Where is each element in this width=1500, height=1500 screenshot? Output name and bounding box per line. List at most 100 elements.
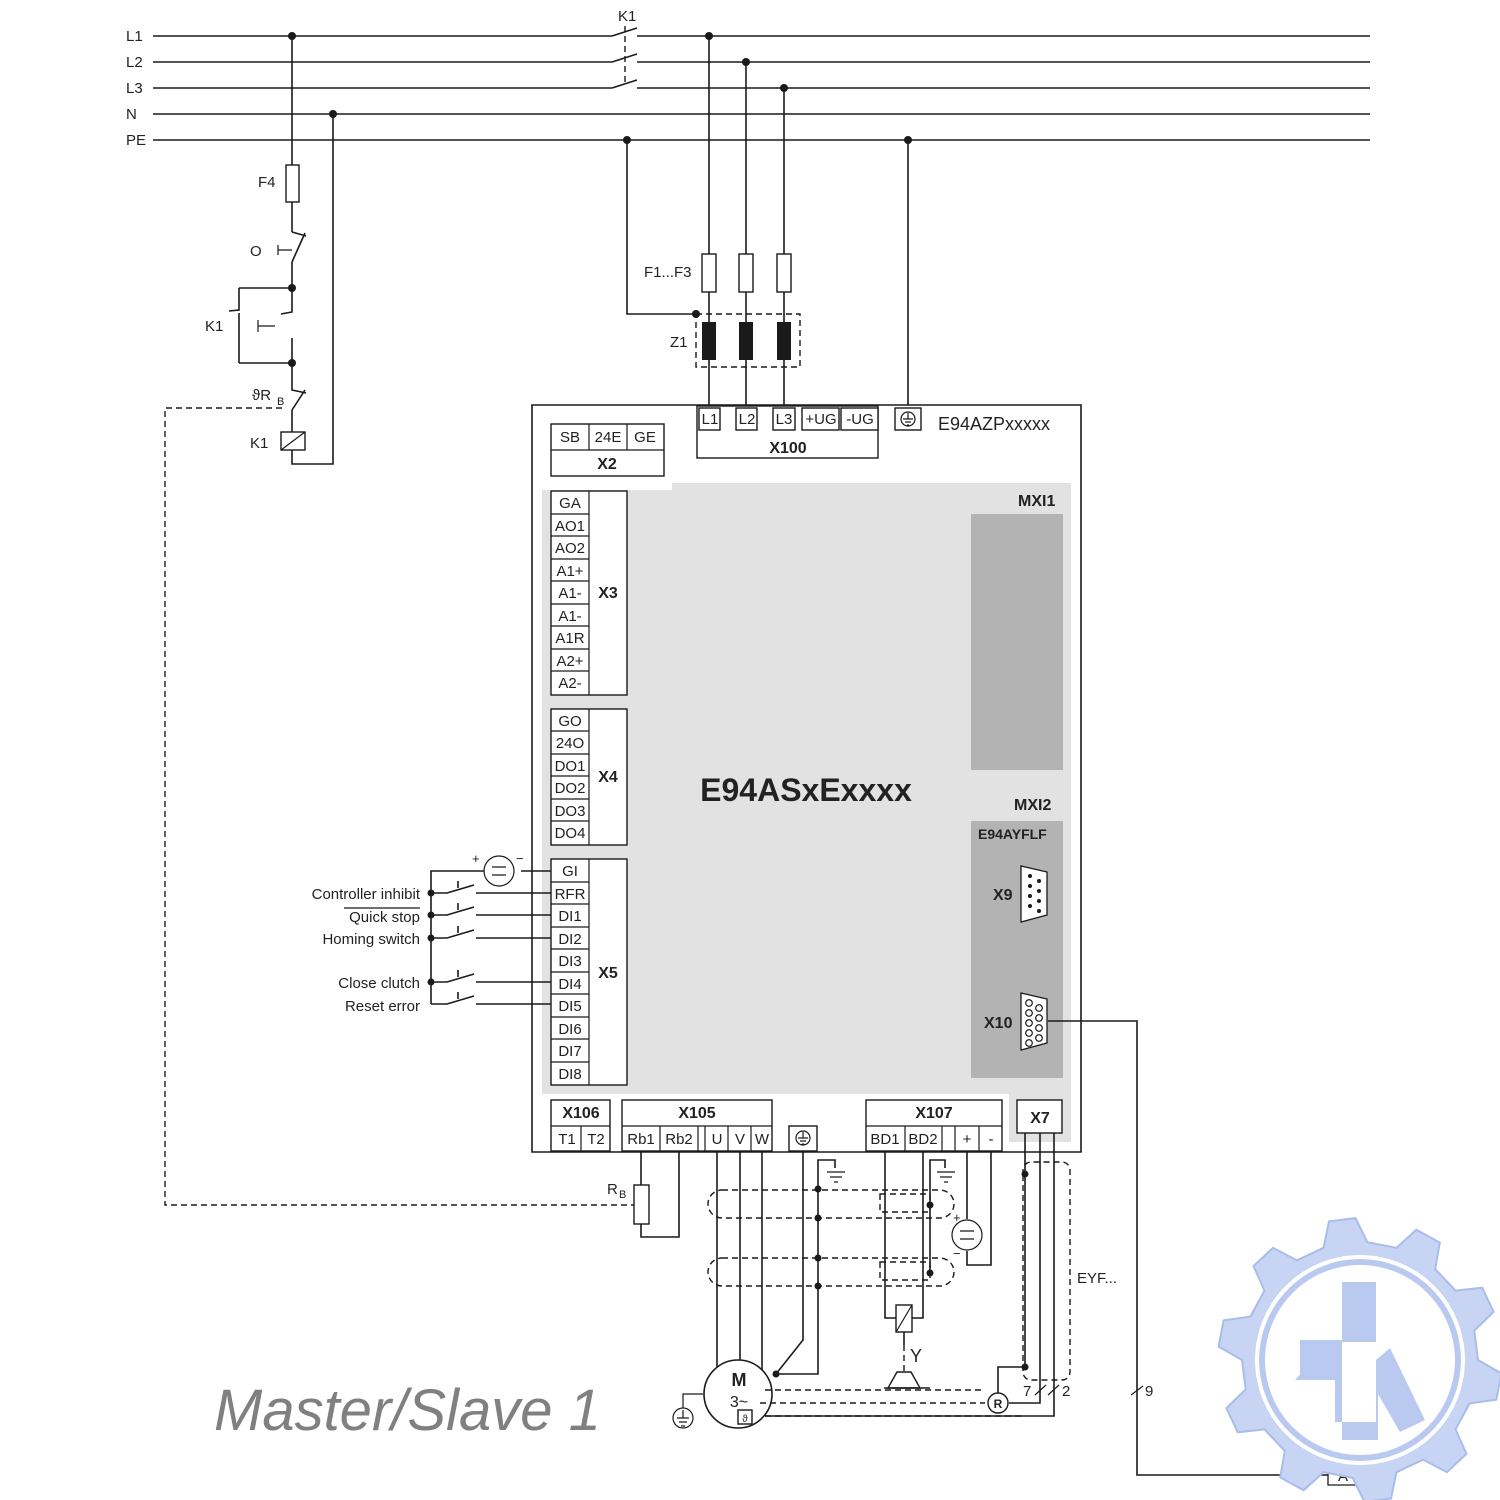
motor-phases: 3~ <box>730 1394 748 1411</box>
x100-l3: L3 <box>776 411 793 428</box>
digital-inputs: + − Controller inhibit Quick stop Homing… <box>312 851 551 1015</box>
terminal-x4: GO 24O DO1 DO2 DO3 DO4 X4 <box>550 708 628 846</box>
x100-title: X100 <box>769 440 806 457</box>
x3-a1-minus-a: A1- <box>558 585 581 602</box>
mxi1-slot <box>971 514 1063 770</box>
terminal-x5: GI RFR DI1 DI2 DI3 DI4 DI5 DI6 DI7 DI8 X… <box>550 858 628 1086</box>
brake-label: Y <box>910 1346 922 1366</box>
main-contactor-k1: K1 <box>611 8 638 89</box>
terminal-x3: GA AO1 AO2 A1+ A1- A1- A1R A2+ A2- X3 <box>550 490 628 696</box>
line-label-l2: L2 <box>126 54 143 71</box>
fuse-f4 <box>285 164 300 203</box>
line-label-l3: L3 <box>126 80 143 97</box>
thermal-contact-label: ϑR <box>252 387 271 404</box>
x5-di8: DI8 <box>558 1066 581 1083</box>
terminal-x107: X107 BD1 BD2 + - <box>865 1099 1003 1152</box>
input-controller-inhibit: Controller inhibit <box>312 886 421 903</box>
x3-ao2: AO2 <box>555 540 585 557</box>
x107-bd2: BD2 <box>908 1131 937 1148</box>
pe-terminal-motor <box>788 1125 818 1152</box>
x5-di2: DI2 <box>558 931 581 948</box>
line-label-l1: L1 <box>126 28 143 45</box>
x3-ao1: AO1 <box>555 518 585 535</box>
coil-label: K1 <box>250 435 268 452</box>
x105-rb2: Rb2 <box>665 1131 693 1148</box>
axis-unit-model: E94ASxExxxx <box>700 772 912 808</box>
x5-gi: GI <box>562 863 578 880</box>
brake-symbol <box>886 1371 922 1389</box>
terminal-x7: X7 <box>1016 1099 1063 1134</box>
x2-sb: SB <box>560 429 580 446</box>
x5-di1: DI1 <box>558 908 581 925</box>
on-contact-label: K1 <box>205 318 223 335</box>
x2-24e: 24E <box>595 429 622 446</box>
input-reset-error: Reset error <box>345 998 420 1015</box>
x100-minus-ug: -UG <box>846 411 874 428</box>
x100-plus-ug: +UG <box>805 411 836 428</box>
terminal-x2: SB 24E GE X2 <box>550 423 665 477</box>
x10-label: X10 <box>984 1015 1013 1032</box>
off-button-label: O <box>250 243 262 260</box>
x100-l1: L1 <box>702 411 719 428</box>
terminal-x106: X106 T1 T2 <box>550 1099 611 1152</box>
x3-a2-minus: A2- <box>558 675 581 692</box>
line-label-n: N <box>126 106 137 123</box>
x9-sub-d <box>1020 865 1048 923</box>
x4-do4: DO4 <box>555 825 586 842</box>
supply-lines: L1 L2 L3 N PE <box>126 28 1370 149</box>
brake-resistor-label: R <box>607 1181 618 1198</box>
x105-title: X105 <box>678 1105 715 1122</box>
motor-thermal: ϑ <box>742 1414 748 1425</box>
mxi2-module: E94AYFLF <box>978 826 1047 842</box>
x4-24o: 24O <box>556 735 584 752</box>
x105-w: W <box>755 1131 770 1148</box>
watermark-logo <box>1217 1217 1500 1500</box>
pe-terminal <box>894 407 922 431</box>
mxi2-slot <box>971 821 1063 1078</box>
x3-a1-plus: A1+ <box>556 563 583 580</box>
resolver-label: R <box>994 1397 1003 1411</box>
power-unit-model: E94AZPxxxxx <box>938 414 1050 434</box>
module-slots: MXI1 MXI2 E94AYFLF X9 X10 9 A <box>971 493 1370 1486</box>
input-quick-stop: Quick stop <box>349 909 420 926</box>
mains-filter-z1 <box>695 313 801 368</box>
x107-minus: - <box>989 1131 994 1148</box>
feedback-cable: R 7 2 EYF... <box>765 1133 1117 1417</box>
x4-go: GO <box>558 713 581 730</box>
x106-title: X106 <box>562 1105 599 1122</box>
input-close-clutch: Close clutch <box>338 975 420 992</box>
resolver <box>987 1392 1009 1414</box>
x3-a1r: A1R <box>555 630 584 647</box>
x2-title: X2 <box>597 456 617 473</box>
x107-plus: + <box>963 1131 972 1148</box>
x106-t1: T1 <box>558 1131 576 1148</box>
x5-rfr: RFR <box>555 886 586 903</box>
x5-di5: DI5 <box>558 998 581 1015</box>
motor-cabling: Y + − M 3~ ϑ <box>672 1151 1025 1429</box>
mxi1-title: MXI1 <box>1018 493 1055 510</box>
x3-a2-plus: A2+ <box>556 653 583 670</box>
x107-bd1: BD1 <box>870 1131 899 1148</box>
x10-wire-count: 9 <box>1145 1383 1153 1400</box>
mains-filter-label: Z1 <box>670 334 688 351</box>
x2-ge: GE <box>634 429 656 446</box>
input-homing-switch: Homing switch <box>322 931 420 948</box>
x10-sub-d <box>1020 992 1048 1051</box>
x4-title: X4 <box>598 769 618 786</box>
brake-resistor: R B <box>607 1151 680 1238</box>
thermal-contact-sub: B <box>277 396 284 408</box>
x5-title: X5 <box>598 965 618 982</box>
x3-ga: GA <box>559 495 581 512</box>
x105-u: U <box>712 1131 723 1148</box>
x5-di7: DI7 <box>558 1043 581 1060</box>
x5-di6: DI6 <box>558 1021 581 1038</box>
x7-title: X7 <box>1030 1110 1050 1127</box>
x105-rb1: Rb1 <box>627 1131 655 1148</box>
terminal-x100: L1 L2 L3 +UG -UG X100 <box>696 405 879 459</box>
svg-text:+: + <box>953 1210 961 1225</box>
terminal-x105: X105 Rb1 Rb2 U V W <box>621 1099 773 1152</box>
svg-text:−: − <box>953 1246 961 1261</box>
power-input: F1...F3 Z1 <box>623 32 912 408</box>
svg-text:+: + <box>472 851 480 866</box>
mxi2-title: MXI2 <box>1014 797 1051 814</box>
